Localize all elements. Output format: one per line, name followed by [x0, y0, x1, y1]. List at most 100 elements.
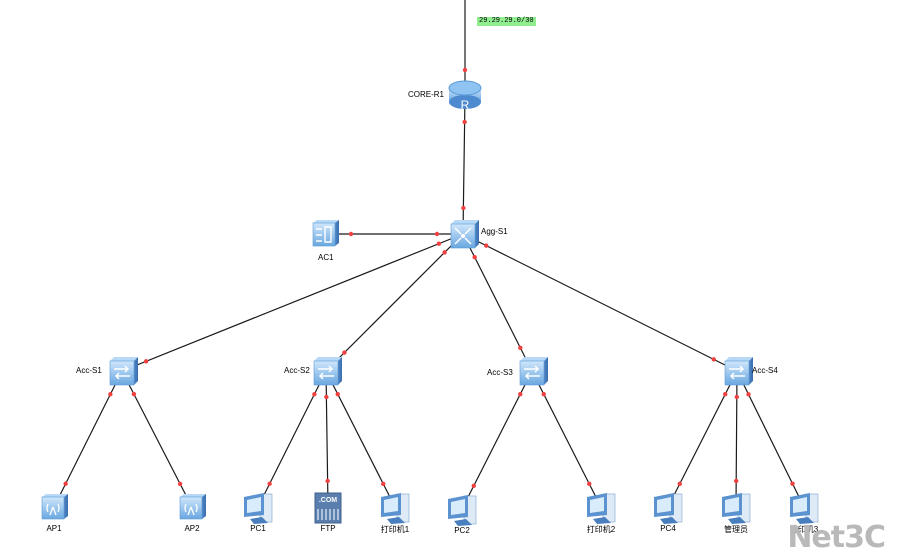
port-dot: [434, 231, 440, 237]
link-acc-s3-pc2[interactable]: [461, 370, 533, 510]
switch-icon: [313, 357, 342, 386]
link-acc-s4-printer3[interactable]: [736, 370, 805, 508]
pc-icon: [790, 493, 819, 524]
label-printer2: 打印机2: [586, 525, 616, 534]
label-acc-s4: Acc-S4: [752, 366, 778, 375]
port-dot: [462, 67, 468, 73]
node-ap1[interactable]: [41, 494, 68, 520]
link-acc-s2-pc1[interactable]: [257, 370, 327, 508]
router-icon: R: [448, 80, 482, 112]
node-ap2[interactable]: [179, 494, 206, 520]
port-dot: [790, 481, 795, 486]
link-acc-s2-printer1[interactable]: [325, 370, 396, 508]
port-dot: [677, 481, 682, 487]
node-acc-s4[interactable]: [724, 357, 753, 386]
node-agg-s1[interactable]: [450, 220, 479, 249]
link-acc-s4-admin[interactable]: [735, 370, 738, 508]
link-agg-s1-acc-s4[interactable]: [462, 233, 738, 372]
link-agg-s1-acc-s3[interactable]: [462, 233, 533, 372]
nodes-layer: R .COM: [41, 80, 819, 526]
port-dot: [442, 250, 447, 255]
port-dot: [472, 255, 477, 260]
port-dot: [177, 481, 183, 487]
label-acc-s3: Acc-S3: [487, 368, 513, 377]
port-dot: [342, 350, 347, 355]
svg-text:.COM: .COM: [319, 497, 337, 504]
port-dot: [723, 391, 728, 397]
svg-text:R: R: [461, 98, 470, 112]
label-acc-s2: Acc-S2: [284, 366, 310, 375]
port-dot: [518, 391, 523, 397]
label-core-r1: CORE-R1: [408, 90, 445, 99]
port-dot: [381, 481, 386, 487]
node-admin[interactable]: [722, 493, 751, 524]
label-agg-s1: Agg-S1: [481, 227, 508, 236]
pc-icon: [448, 495, 477, 526]
port-dot: [63, 481, 68, 486]
port-dot: [335, 391, 340, 397]
switch-icon: [109, 357, 138, 386]
switch-icon: [519, 357, 548, 386]
node-acc-s1[interactable]: [109, 357, 138, 386]
watermark-logo: Net3C: [787, 520, 886, 555]
node-pc1[interactable]: [244, 493, 273, 524]
link-acc-s3-printer2[interactable]: [531, 370, 602, 508]
wireless-controller-icon: [312, 220, 339, 247]
port-dot: [324, 394, 329, 400]
port-dot: [541, 391, 546, 397]
port-dot: [471, 483, 476, 489]
link-agg-s1-acc-s1[interactable]: [121, 233, 464, 372]
label-ap2: AP2: [184, 524, 200, 533]
subnet-label: 29.29.29.0/30: [477, 17, 536, 26]
pc-icon: [654, 493, 683, 524]
label-ap1: AP1: [46, 524, 62, 533]
label-admin: 管理员: [724, 525, 748, 534]
core-switch-icon: [450, 220, 479, 249]
server-icon: .COM: [314, 492, 342, 524]
link-acc-s2-ftp[interactable]: [325, 370, 329, 508]
label-acc-s1: Acc-S1: [76, 366, 102, 375]
node-acc-s3[interactable]: [519, 357, 548, 386]
node-acc-s2[interactable]: [313, 357, 342, 386]
link-acc-s4-pc4[interactable]: [667, 370, 738, 508]
label-pc2: PC2: [454, 526, 470, 535]
node-pc4[interactable]: [654, 493, 683, 524]
access-point-icon: [41, 494, 68, 520]
port-dot: [711, 357, 716, 362]
link-core-r1-agg-s1[interactable]: [462, 95, 466, 235]
node-core-r1[interactable]: R: [448, 80, 482, 112]
pc-icon: [381, 493, 410, 524]
label-ac1: AC1: [318, 253, 334, 262]
port-dot: [325, 478, 330, 484]
port-dots-layer: [63, 67, 795, 489]
port-dot: [518, 345, 523, 350]
port-dot: [587, 481, 592, 487]
link-acc-s1-ap1[interactable]: [53, 370, 123, 508]
label-printer3: 打印机3: [789, 525, 819, 534]
port-dot: [131, 391, 137, 397]
access-point-icon: [179, 494, 206, 520]
port-dot: [461, 205, 466, 211]
node-printer3[interactable]: [790, 493, 819, 524]
port-dot: [108, 392, 113, 397]
label-ftp: FTP: [320, 524, 336, 533]
node-printer1[interactable]: [381, 493, 410, 524]
port-dot: [746, 392, 751, 397]
node-ac1[interactable]: [312, 220, 339, 247]
pc-icon: [722, 493, 751, 524]
port-dot: [267, 481, 272, 486]
link-agg-s1-acc-s2[interactable]: [325, 233, 464, 372]
label-printer1: 打印机1: [380, 525, 410, 534]
port-dot: [312, 392, 317, 397]
link-acc-s1-ap2[interactable]: [121, 370, 193, 508]
label-pc1: PC1: [250, 524, 266, 533]
port-dot: [733, 478, 739, 484]
node-ftp[interactable]: .COM: [314, 492, 342, 524]
port-dot: [484, 243, 489, 248]
label-pc4: PC4: [660, 524, 676, 533]
node-printer2[interactable]: [587, 493, 616, 524]
node-pc2[interactable]: [448, 495, 477, 526]
port-dot: [436, 241, 442, 246]
links-layer: [53, 0, 805, 510]
